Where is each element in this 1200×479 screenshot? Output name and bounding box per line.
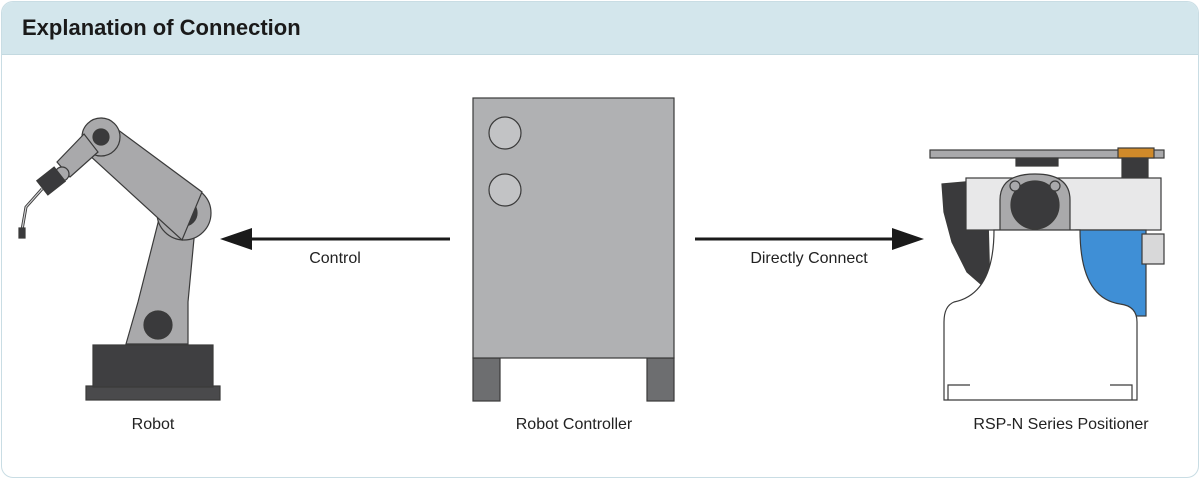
control-edge-label: Control: [309, 250, 361, 267]
controller-label: Robot Controller: [515, 416, 633, 433]
positioner-illustration: [929, 147, 1165, 401]
controller-illustration: [472, 97, 675, 402]
direct-connect-edge-label: Directly Connect: [750, 250, 868, 267]
control-arrow: [220, 228, 450, 250]
direct-connect-arrow: [695, 228, 924, 250]
panel-header: Explanation of Connection: [2, 2, 1198, 55]
page-title: Explanation of Connection: [22, 15, 301, 40]
positioner-label: RSP-N Series Positioner: [973, 416, 1149, 433]
robot-illustration: [18, 117, 221, 401]
robot-label: Robot: [131, 416, 175, 433]
